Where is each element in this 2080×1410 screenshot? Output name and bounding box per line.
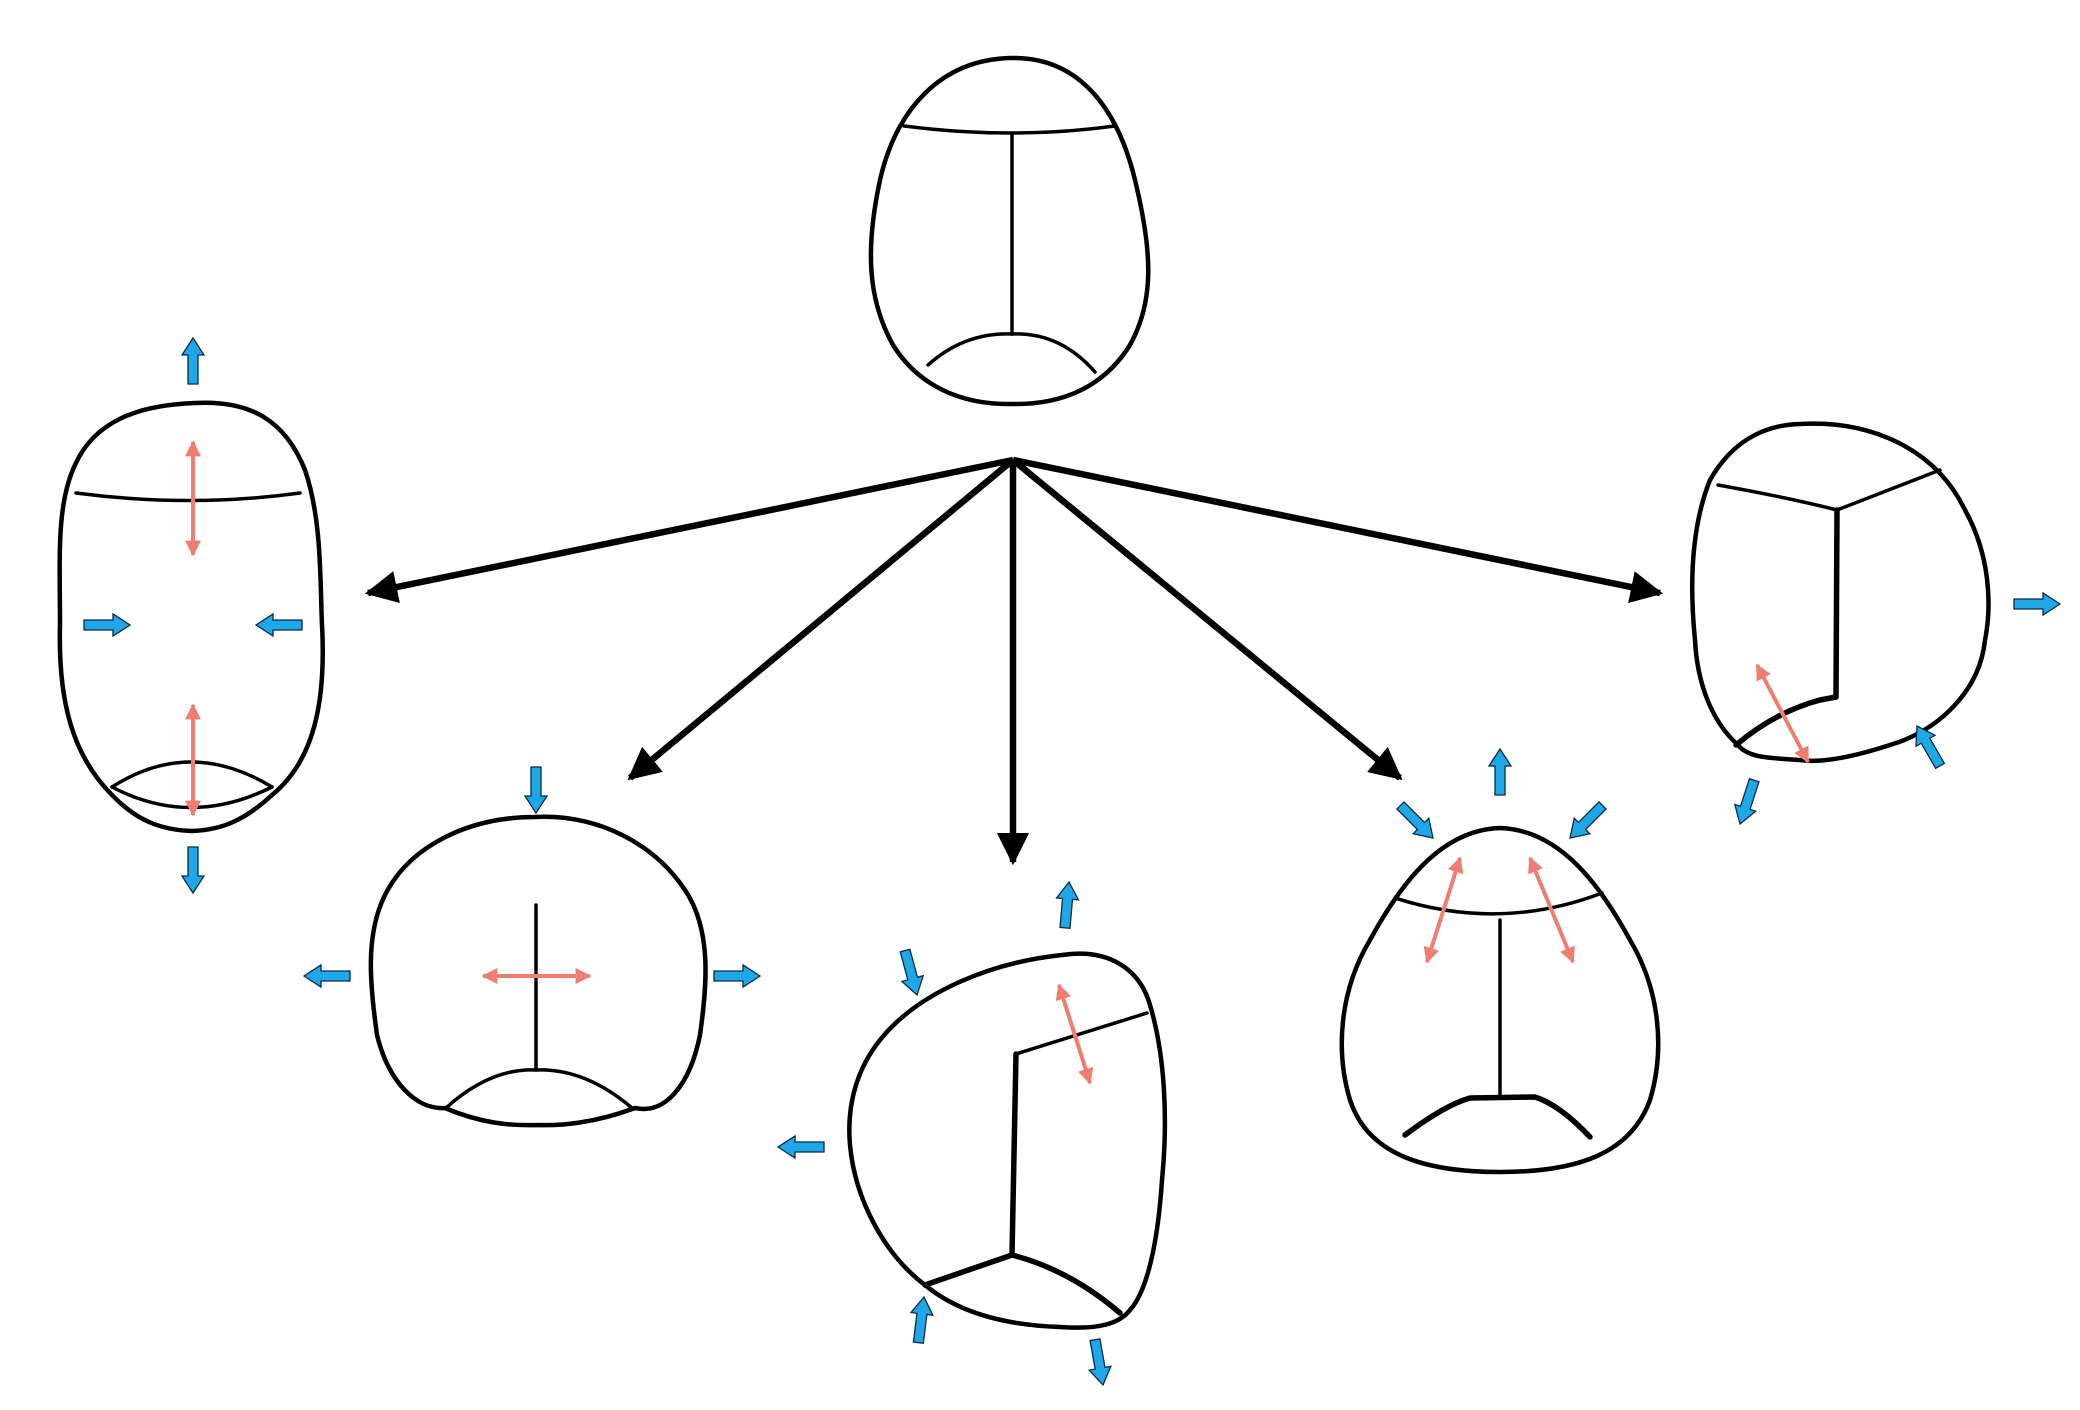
round-wide-skull xyxy=(303,766,761,1128)
elongated-skull xyxy=(57,337,325,894)
growth-arrows xyxy=(1755,663,1810,764)
growth-arrows xyxy=(1055,983,1094,1085)
arrow-to-asymmetric-back-skull xyxy=(1012,456,1664,604)
arrow-to-round-wide-skull xyxy=(627,457,1016,781)
arrow-to-elongated-skull xyxy=(364,456,1014,604)
asymmetric-front-skull xyxy=(777,880,1168,1388)
pointed-front-skull xyxy=(1339,748,1661,1175)
growth-arrows xyxy=(1423,856,1575,964)
force-arrows xyxy=(1392,748,1611,847)
asymmetric-back-skull xyxy=(1689,421,2061,829)
radiating-arrows xyxy=(364,456,1664,866)
normal-skull xyxy=(868,55,1151,407)
arrow-to-pointed-front-skull xyxy=(1010,457,1403,781)
